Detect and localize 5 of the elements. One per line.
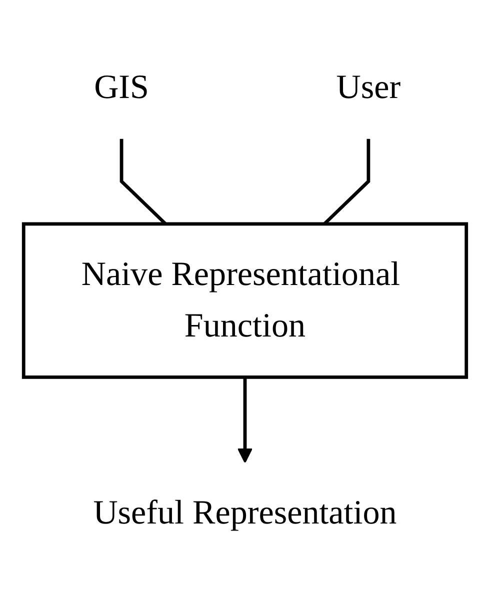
node-text: GIS bbox=[94, 68, 149, 106]
node-text: User bbox=[336, 68, 401, 106]
node-text: Useful Representation bbox=[93, 494, 397, 532]
node-box: Naive Representational Function bbox=[22, 222, 468, 379]
arrow bbox=[238, 377, 252, 463]
